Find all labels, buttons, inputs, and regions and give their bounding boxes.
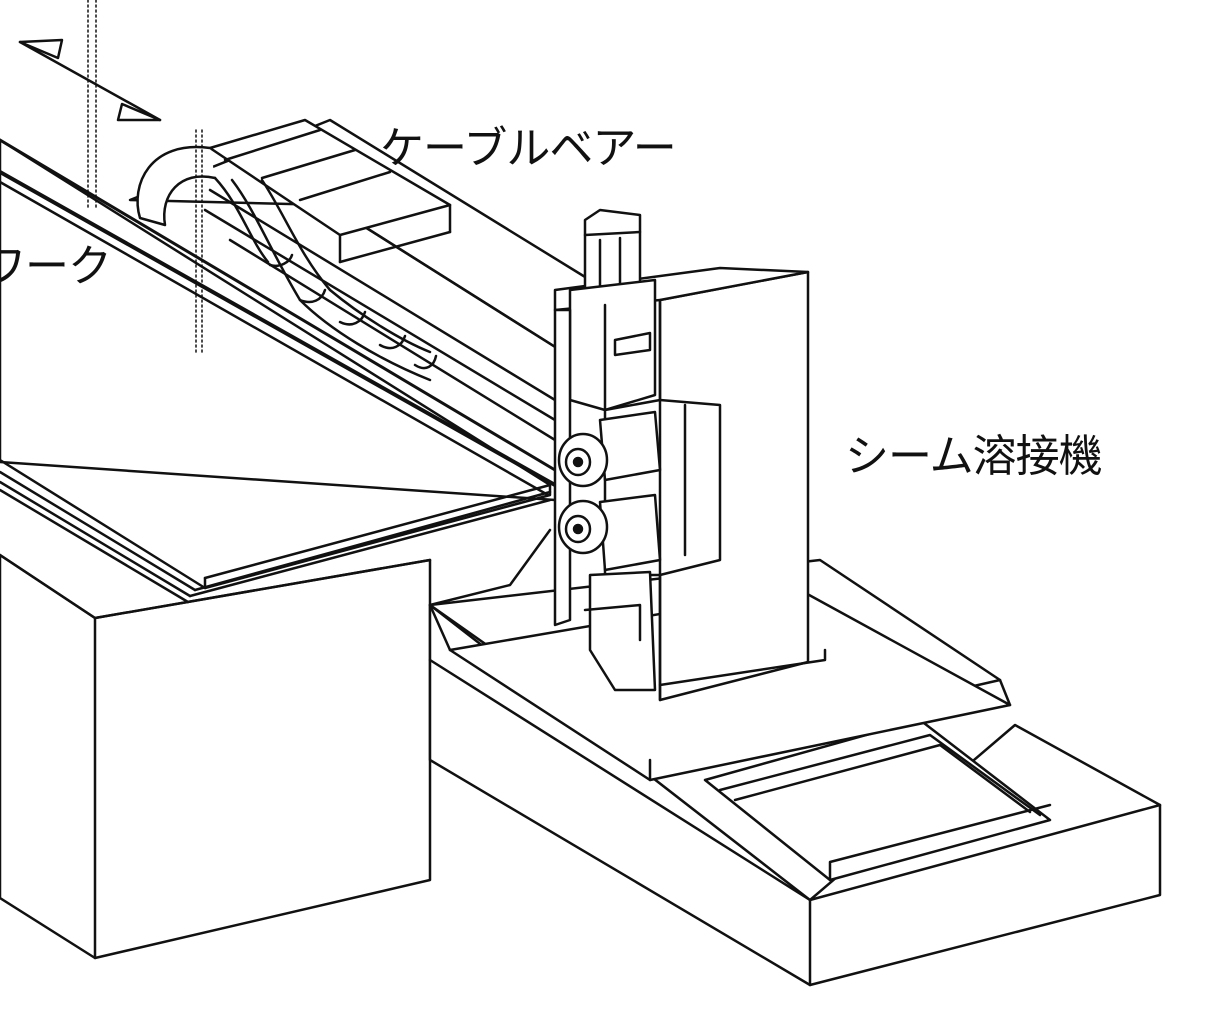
cable-bear	[87, 0, 452, 382]
work-table	[0, 553, 432, 960]
slide-carriage	[703, 718, 1052, 882]
work-sheet	[0, 138, 557, 604]
cable-bear-label: ケーブルベアー	[380, 123, 677, 174]
work-label: ワーク	[0, 241, 112, 292]
seam-welder-label: シーム溶接機	[845, 431, 1103, 482]
motion-arrows	[18, 38, 162, 122]
welding-wheel-upper	[557, 432, 609, 488]
welding-wheel-lower	[557, 499, 609, 555]
work-leader-line	[428, 528, 552, 607]
welding-head	[553, 208, 722, 692]
